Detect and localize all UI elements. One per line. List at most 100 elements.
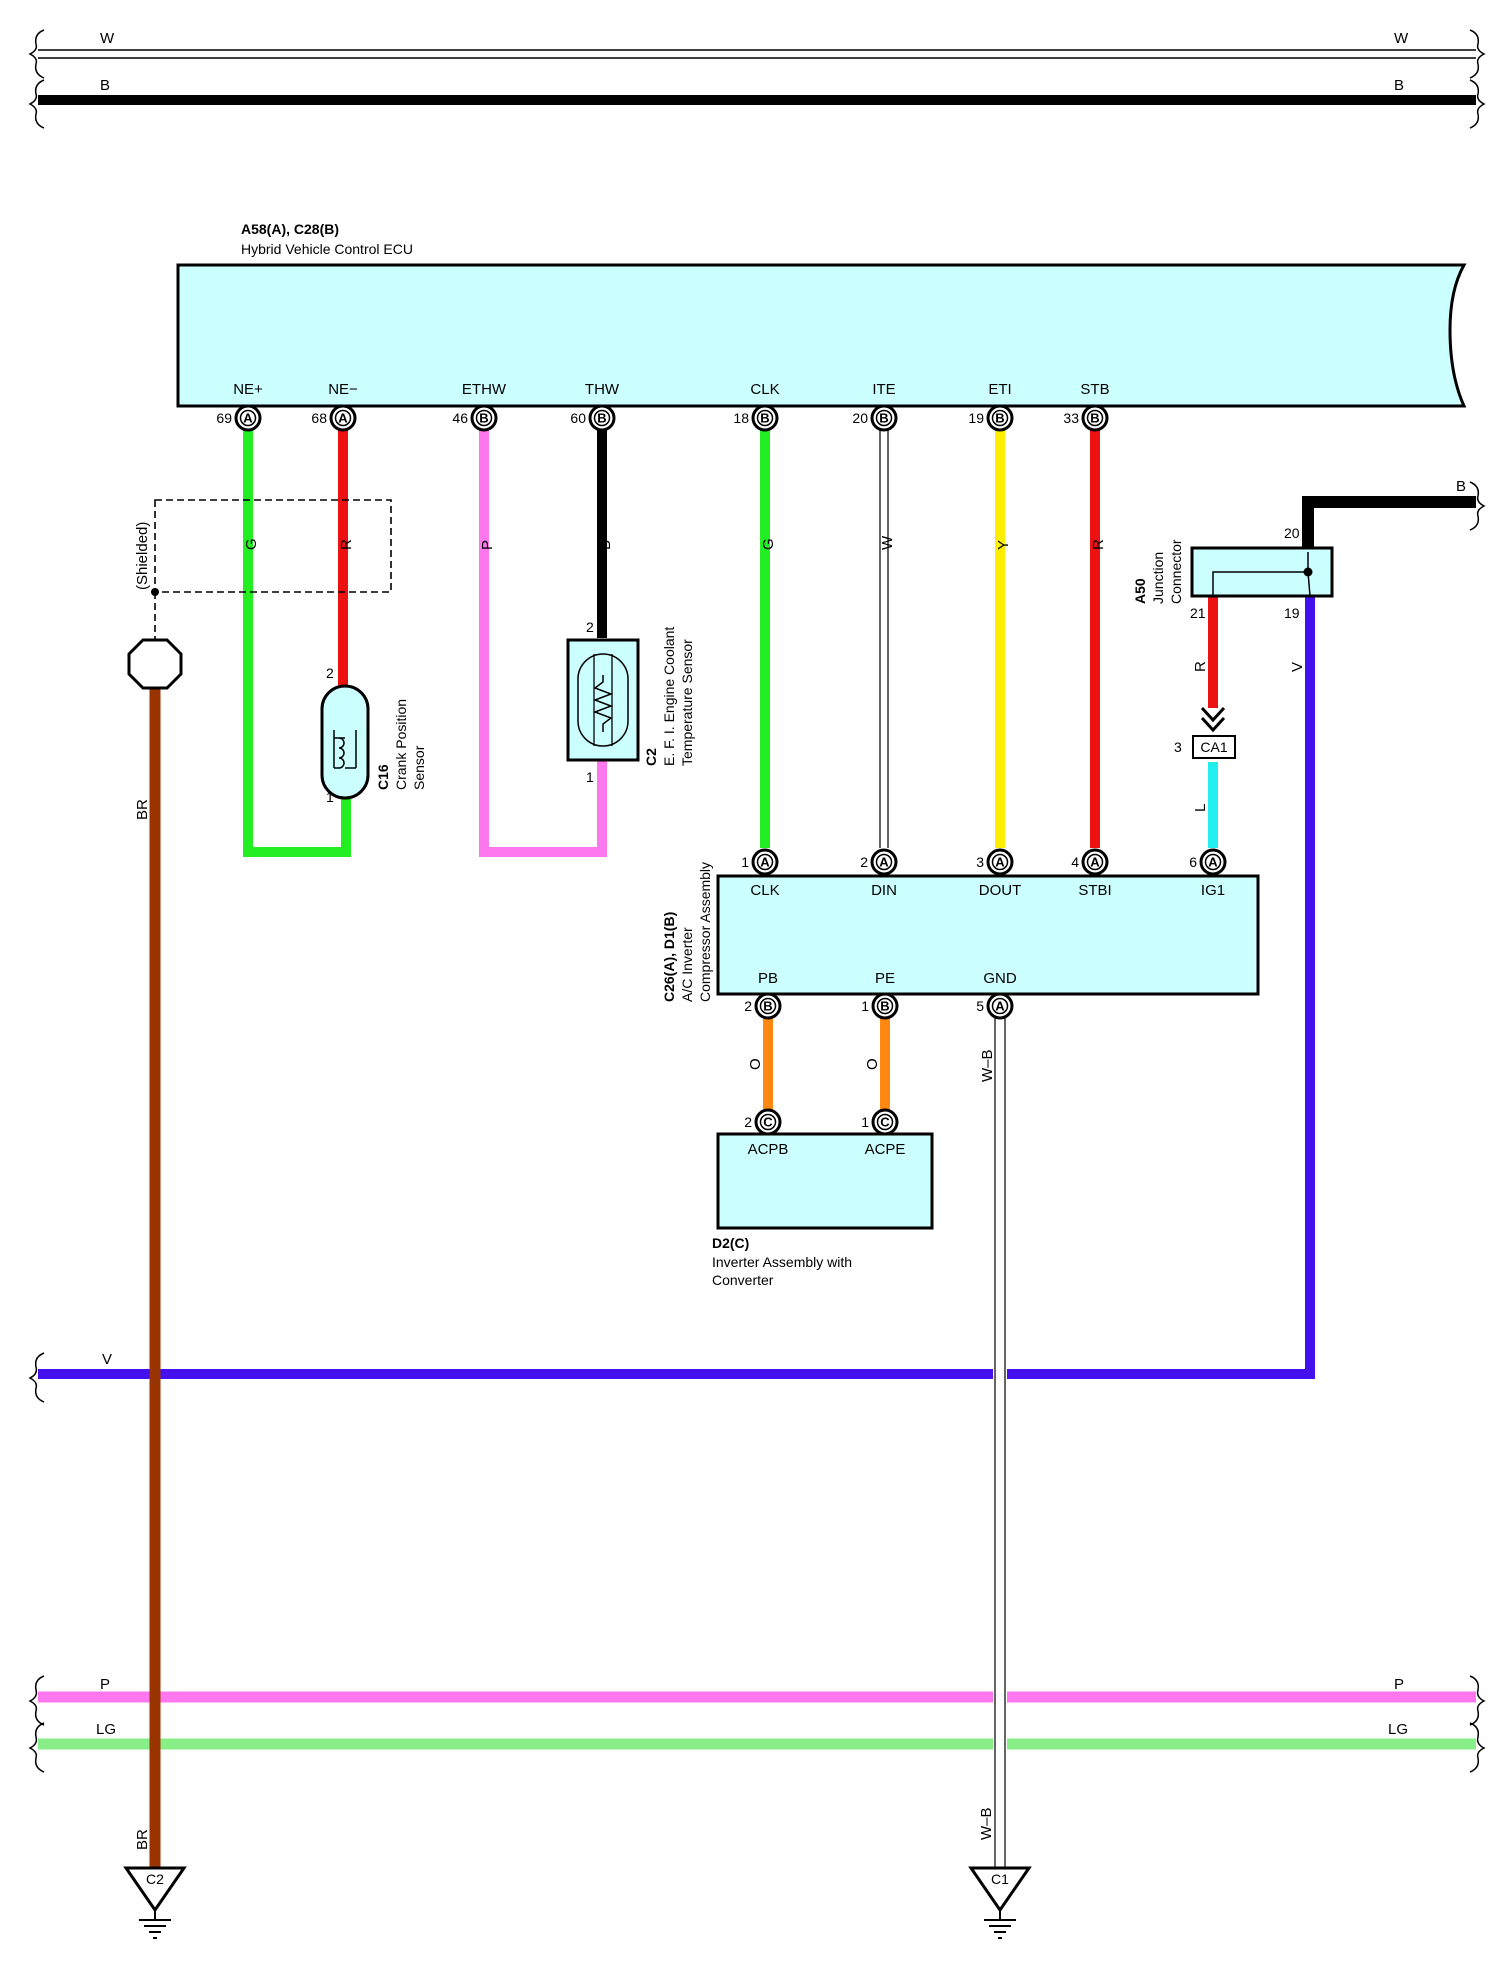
ecu-terminal-3-connector-letter: B [479,411,488,426]
ground-c1: C1 W–B [968,1807,1032,1939]
ecu-terminal-4-connector-letter: B [597,411,606,426]
compressor-top-terminal-5-label: IG1 [1201,882,1225,899]
wire-ethw [479,430,607,857]
coolant-sensor-name-2: Temperature Sensor [679,639,695,766]
ac-inverter-compressor: C26(A), D1(B) A/C Inverter Compressor As… [661,862,1260,1002]
compressor-top-terminal-3-connector-letter: A [995,855,1005,870]
compressor-bottom-terminal-3-connector-letter: A [995,999,1005,1014]
ecu-terminal-4-label: THW [585,381,620,398]
ecu-wire-label-3: P [479,540,496,550]
ecu-terminal-7-connector-letter: B [995,411,1004,426]
compressor-wire-label-3: W–B [979,1049,996,1082]
compressor-top-terminal-5-pin: 6 [1189,854,1197,870]
ground-c1-label: C1 [991,1871,1009,1887]
bus-p: P P [28,1675,1486,1726]
hybrid-ecu: A58(A), C28(B) Hybrid Vehicle Control EC… [176,221,1467,408]
ecu-terminal-6-connector-letter: B [879,411,888,426]
ecu-terminals: A69NE+GA68NE−RB46ETHWPB60THWBB18CLKGB20I… [216,381,1109,550]
junction-wire-v-label: V [1289,662,1306,672]
coil-icon [334,737,345,769]
coolant-sensor-code: C2 [643,748,659,766]
compressor-top-terminal-5-connector-letter: A [1208,855,1218,870]
ecu-terminal-1-connector-letter: A [243,411,253,426]
ground-c1-wire-label: W–B [978,1807,995,1840]
shield-splice [127,638,183,690]
compressor-bottom-terminal-2: B1 PE [861,970,899,1020]
ecu-wire-label-1: G [243,538,260,550]
compressor-bottom-terminal-1-pin: 2 [744,998,752,1014]
ecu-terminal-1-pin: 69 [216,410,232,426]
crank-sensor-code: C16 [375,764,391,790]
ground-c2-wire-label: BR [134,1829,151,1850]
ground-c2: C2 BR [123,1829,187,1939]
compressor-top-terminal-1-label: CLK [750,882,779,899]
crank-sensor-body [320,684,370,800]
compressor-code: C26(A), D1(B) [661,912,677,1002]
compressor-top-terminal-2-label: DIN [871,882,897,899]
ecu-wire-label-8: R [1090,539,1107,550]
coolant-pin-bottom: 1 [586,769,594,785]
junction-name-2: Connector [1168,539,1184,604]
bus-w-label-right: W [1394,30,1409,47]
ca1-connector: CA1 3 L [1174,706,1236,812]
compressor-bottom-terminal-2-pin: 1 [861,998,869,1014]
inverter-name-1: Inverter Assembly with [712,1254,852,1270]
compressor-top-terminal-1-pin: 1 [741,854,749,870]
junction-wire-in-label: B [1456,478,1466,495]
inverter-name-2: Converter [712,1272,774,1288]
ecu-terminal-4: B 60 THW [570,381,620,432]
compressor-wire-label-1: O [747,1058,764,1070]
bus-lg: LG LG [28,1721,1486,1773]
br-wire-label: BR [134,799,151,820]
compressor-top-terminal-4-pin: 4 [1071,854,1079,870]
compressor-top-terminal-2-connector-letter: A [879,855,889,870]
ecu-name: Hybrid Vehicle Control ECU [241,241,413,257]
ecu-terminal-8-label: STB [1080,381,1109,398]
ecu-box [176,263,1467,408]
bus-b-label-left: B [100,77,110,94]
inverter-terminal-1-label: ACPB [748,1141,789,1158]
junction-pin-v: 19 [1284,605,1300,621]
ecu-terminal-4-pin: 60 [570,410,586,426]
bus-break-right [1469,29,1486,79]
compressor-top-terminal-1-connector-letter: A [760,855,770,870]
junction-code: A50 [1132,578,1148,604]
inverter-terminal-1-pin: 2 [744,1114,752,1130]
compressor-bottom-terminal-2-label: PE [875,970,895,987]
compressor-bottom-terminal-2-connector-letter: B [880,999,889,1014]
ecu-terminal-8-connector-letter: B [1090,411,1099,426]
bus-b-label-right: B [1394,77,1404,94]
ecu-terminal-8-pin: 33 [1063,410,1079,426]
ecu-wire-label-6: W [879,535,896,550]
crank-position-sensor: 2 1 C16 Crank Position Sensor [320,665,427,805]
ca1-label: CA1 [1200,739,1227,755]
ecu-terminal-1-label: NE+ [233,381,263,398]
coolant-temp-sensor: 2 1 C2 E. F. I. Engine Coolant Temperatu… [566,619,695,785]
compressor-bottom-terminal-3-pin: 5 [976,998,984,1014]
ecu-wire-label-7: Y [995,540,1012,550]
bus-w-label-left: W [100,30,115,47]
compressor-top-terminal-3-label: DOUT [979,882,1022,899]
wire-ne-plus [243,430,351,857]
ecu-terminal-3-label: ETHW [462,381,507,398]
ecu-code: A58(A), C28(B) [241,221,339,237]
compressor-top-terminal-4-label: STBI [1078,882,1111,899]
inverter-terminal-2-label: ACPE [865,1141,906,1158]
coolant-sensor-body [566,638,640,762]
junction-connector: 20 21 19 A50 Junction Connector B R V [1132,478,1466,672]
junction-name-1: Junction [1150,552,1166,604]
ecu-terminal-2-connector-letter: A [338,411,348,426]
